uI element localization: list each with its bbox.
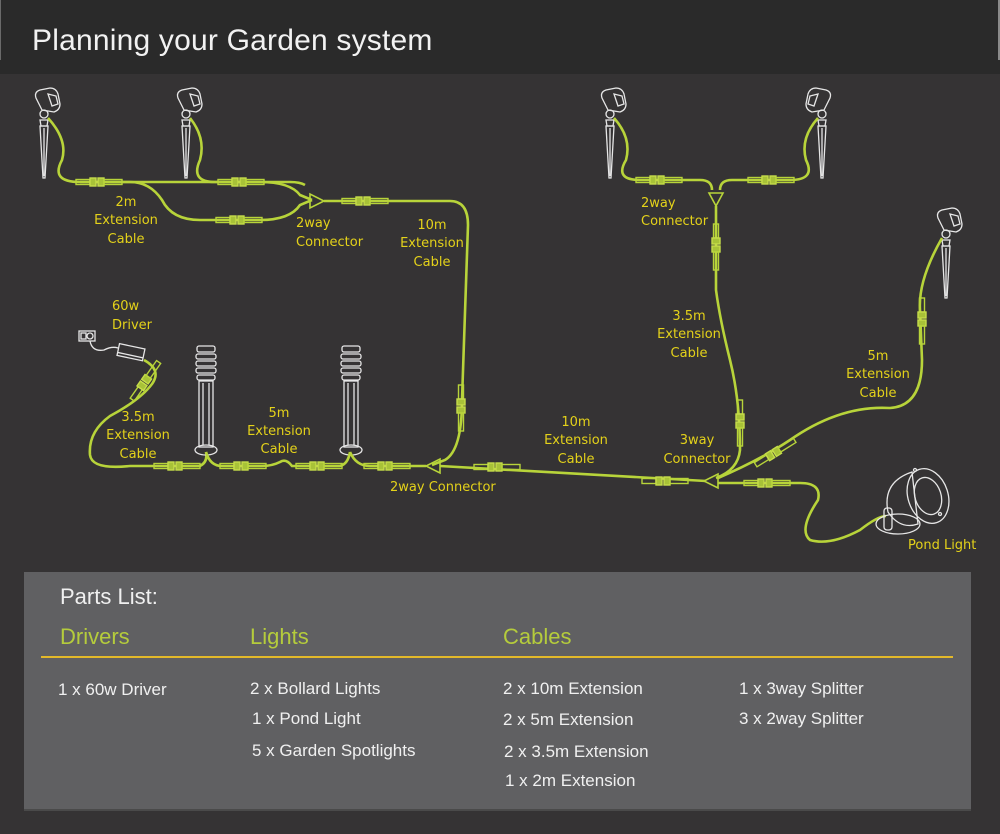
- parts-list-title: Parts List:: [60, 584, 158, 609]
- svg-text:Extension: Extension: [94, 213, 158, 228]
- cable-bollard2-out: [348, 451, 426, 468]
- label-60w-driver: 60w Driver: [112, 299, 153, 333]
- svg-text:Extension: Extension: [544, 433, 608, 448]
- svg-text:Connector: Connector: [641, 214, 709, 229]
- splitter-2way-left: [309, 192, 326, 210]
- label-5m-extension-bollards: 5m Extension Cable: [247, 406, 311, 457]
- svg-text:2way: 2way: [641, 196, 676, 211]
- part-item-light: 1 x Pond Light: [252, 709, 361, 728]
- page-title: Planning your Garden system: [32, 24, 433, 57]
- cable-5m-bollards: [204, 451, 352, 468]
- cable-2m-extension: [80, 180, 313, 222]
- parts-list-panel: Parts List: Drivers Lights Cables 1 x 60…: [24, 572, 971, 809]
- cable-pond: [718, 481, 887, 543]
- label-3way-connector: 3way Connector: [663, 433, 731, 467]
- power-socket: [78, 330, 96, 342]
- spotlight-1: [34, 87, 61, 179]
- svg-text:Cable: Cable: [120, 447, 157, 462]
- part-item-cable: 1 x 2m Extension: [505, 771, 636, 790]
- svg-text:Cable: Cable: [414, 255, 451, 270]
- label-2m-extension: 2m Extension Cable: [94, 195, 158, 247]
- driver-unit: [116, 342, 146, 362]
- header-edge-left: [0, 0, 1, 60]
- part-item-cable: 2 x 10m Extension: [503, 679, 643, 698]
- part-item-cable: 2 x 3.5m Extension: [504, 742, 649, 761]
- part-item-splitter: 1 x 3way Splitter: [739, 679, 864, 698]
- label-10m-extension-top: 10m Extension Cable: [400, 218, 464, 270]
- cable-35m-right: [714, 206, 742, 480]
- cable-spot4: [718, 117, 819, 191]
- svg-text:5m: 5m: [868, 349, 889, 364]
- cable-spot1: [47, 117, 306, 187]
- cable-spot2: [188, 117, 313, 202]
- label-2way-connector-bottom: 2way Connector: [390, 480, 496, 495]
- cable-5m-right: [717, 237, 944, 480]
- header: Planning your Garden system: [0, 0, 1000, 74]
- connector-plug: [128, 358, 163, 403]
- svg-text:Cable: Cable: [108, 232, 145, 247]
- splitter-2way-right: [707, 192, 725, 208]
- svg-text:2m: 2m: [116, 195, 137, 210]
- svg-text:5m: 5m: [269, 406, 290, 421]
- connector-plug: [473, 462, 521, 472]
- pond-light: [875, 467, 950, 535]
- part-item-cable: 2 x 5m Extension: [503, 710, 634, 729]
- label-pond-light: Pond Light: [908, 538, 976, 553]
- svg-text:Driver: Driver: [112, 318, 153, 333]
- connector-plug: [752, 436, 798, 469]
- svg-text:Connector: Connector: [663, 452, 731, 467]
- svg-text:Cable: Cable: [671, 346, 708, 361]
- heading-drivers: Drivers: [60, 624, 130, 649]
- svg-text:Extension: Extension: [247, 424, 311, 439]
- svg-text:Extension: Extension: [400, 236, 464, 251]
- connector-plug: [641, 476, 689, 486]
- mains-lead: [89, 340, 119, 351]
- spotlight-4: [805, 87, 832, 179]
- svg-text:Cable: Cable: [860, 386, 897, 401]
- part-item-splitter: 3 x 2way Splitter: [739, 709, 864, 728]
- svg-text:3.5m: 3.5m: [672, 309, 705, 324]
- bollard-light-1: [194, 345, 218, 456]
- label-35m-extension-right: 3.5m Extension Cable: [657, 309, 721, 361]
- svg-text:10m: 10m: [417, 218, 446, 233]
- svg-text:Cable: Cable: [558, 452, 595, 467]
- svg-text:Extension: Extension: [106, 428, 170, 443]
- svg-text:Extension: Extension: [657, 327, 721, 342]
- label-35m-extension-left: 3.5m Extension Cable: [106, 410, 170, 462]
- heading-divider: [41, 656, 953, 658]
- heading-lights: Lights: [250, 624, 309, 649]
- svg-text:60w: 60w: [112, 299, 140, 314]
- splitter-3way: [702, 472, 719, 490]
- wiring-diagram: 2m Extension Cable 2way Connector 10m Ex…: [34, 87, 976, 553]
- spotlight-5: [936, 207, 963, 299]
- label-10m-extension-bottom: 10m Extension Cable: [544, 415, 608, 467]
- svg-text:3.5m: 3.5m: [121, 410, 154, 425]
- svg-text:3way: 3way: [680, 433, 715, 448]
- label-2way-connector-left: 2way Connector: [296, 216, 364, 250]
- heading-cables: Cables: [503, 624, 572, 649]
- part-item-light: 2 x Bollard Lights: [250, 679, 381, 698]
- svg-text:Extension: Extension: [846, 367, 910, 382]
- svg-text:Connector: Connector: [296, 235, 364, 250]
- svg-text:Cable: Cable: [261, 442, 298, 457]
- svg-text:10m: 10m: [561, 415, 590, 430]
- cable-spot3: [613, 117, 714, 191]
- label-2way-connector-right: 2way Connector: [641, 196, 709, 229]
- svg-text:2way: 2way: [296, 216, 331, 231]
- part-item-light: 5 x Garden Spotlights: [252, 741, 416, 760]
- header-edge-right: [998, 0, 1000, 60]
- label-5m-extension-right: 5m Extension Cable: [846, 349, 910, 401]
- part-item-driver: 1 x 60w Driver: [58, 680, 167, 699]
- cable-35m-left: [88, 358, 208, 469]
- bollard-light-2: [339, 345, 363, 456]
